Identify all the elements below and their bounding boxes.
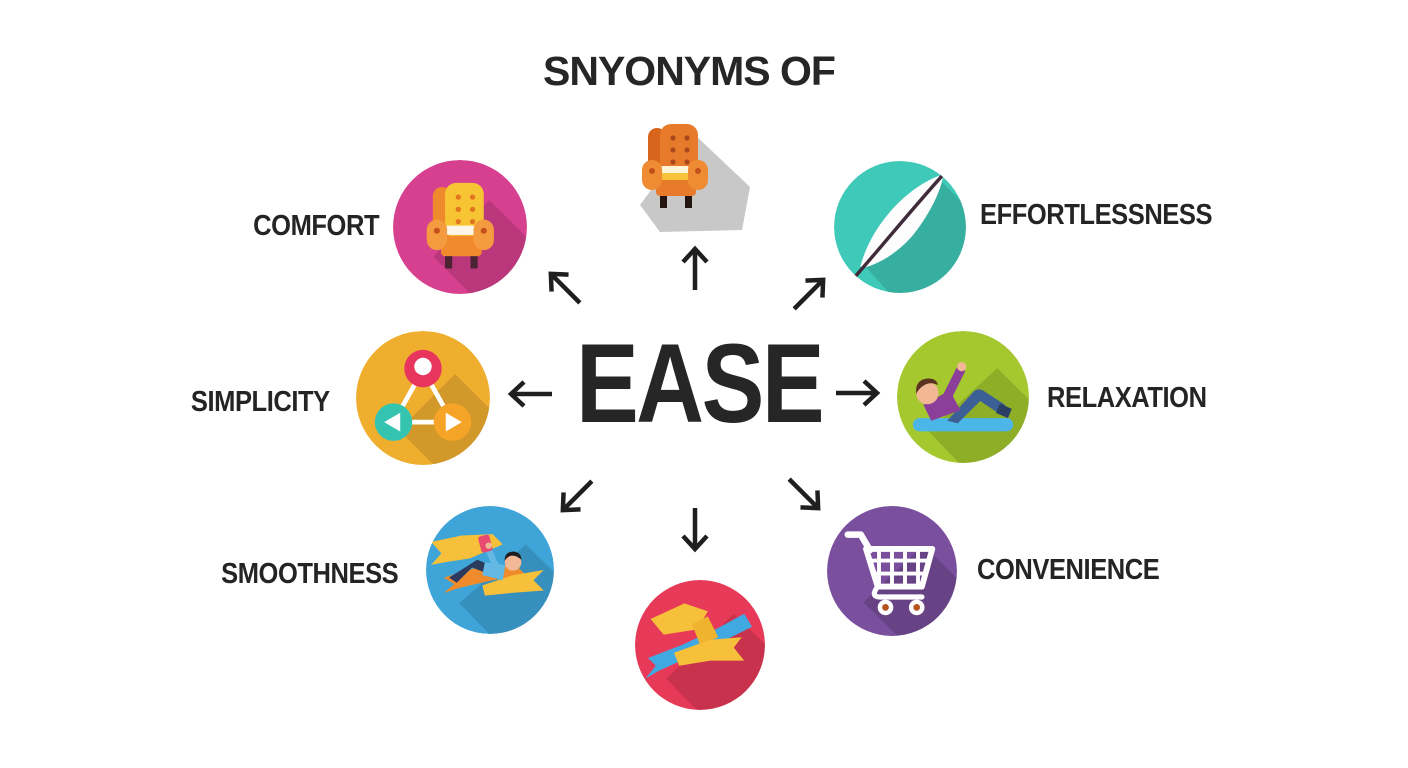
node-label-smoothness: SMOOTHNESS [220,558,399,590]
node-comfort [393,160,527,294]
ribbon-rider-icon [431,534,544,596]
node-effortlessness [834,161,966,293]
node-label-relaxation: RELAXATION [1047,382,1207,414]
center-word: EASE [575,321,825,446]
node-label-effortlessness: EFFORTLESSNESS [980,199,1213,231]
node-smoothness [426,506,554,634]
arrow-down-right-icon [767,457,841,531]
node-relaxation [897,331,1029,463]
armchair-icon [640,124,750,232]
node-label-convenience: CONVENIENCE [977,554,1160,586]
arrow-up-right-icon [772,257,846,331]
top-armchair-illustration [612,112,762,237]
node-label-simplicity: SIMPLICITY [191,386,330,418]
arrow-down-icon [669,503,721,555]
node-crossed-ribbons [635,580,765,710]
armchair-icon [426,182,494,269]
arrow-up-left-icon [528,251,602,325]
arrow-down-left-icon [540,459,614,533]
arrow-up-icon [669,243,721,295]
arrow-left-icon [505,368,557,420]
feather-icon [849,173,945,283]
node-label-comfort: COMFORT [253,210,379,242]
arrow-right-icon [831,367,883,419]
network-nodes-icon [374,349,472,441]
node-simplicity [356,331,490,465]
relaxing-person-icon [912,362,1014,432]
crossed-ribbons-icon [645,603,752,679]
page-title: SNYONYMS OF [543,48,836,94]
node-convenience [827,506,957,636]
shopping-cart-icon [844,531,936,616]
